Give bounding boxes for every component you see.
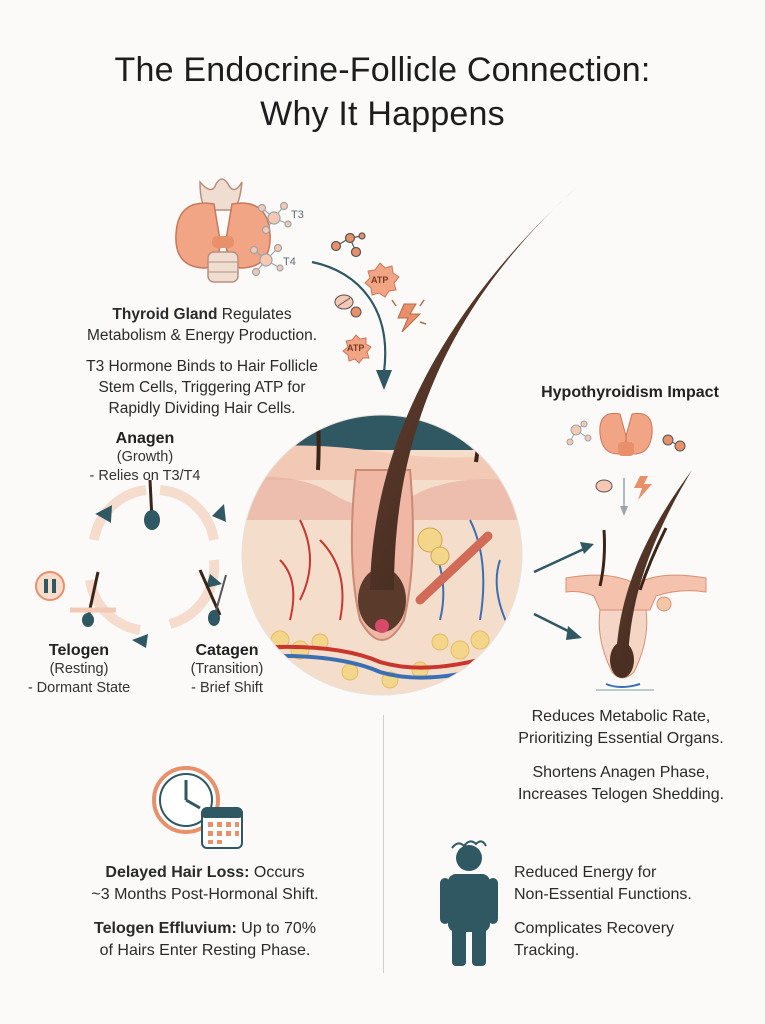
thyroid-line5: Rapidly Dividing Hair Cells. — [108, 400, 296, 417]
delayed-term: Delayed Hair Loss: — [105, 864, 250, 881]
delay-description: Delayed Hair Loss: Occurs ~3 Months Post… — [60, 862, 350, 962]
energy-p2-l2: Tracking. — [514, 942, 580, 959]
pause-icon — [35, 571, 65, 601]
hair-cycle-diagram — [70, 479, 227, 648]
calendar-icon — [201, 807, 243, 849]
hypo-p2-l1: Shortens Anagen Phase, — [532, 764, 710, 781]
atp-icon — [342, 262, 400, 364]
hypo-p1-l1: Reduces Metabolic Rate, — [531, 708, 711, 725]
thyroid-line1-rest: Regulates — [217, 306, 292, 323]
hypo-description: Reduces Metabolic Rate, Prioritizing Ess… — [486, 706, 756, 806]
hypo-molecule-icon — [566, 420, 592, 446]
person-icon — [440, 840, 498, 966]
catagen-label: Catagen (Transition) - Brief Shift — [172, 642, 282, 698]
t3-label: T3 — [291, 209, 304, 221]
hypo-p2-l2: Increases Telogen Shedding. — [517, 786, 725, 803]
hypo-thyroid-icon — [599, 412, 653, 456]
title-line-2: Why It Happens — [260, 95, 505, 133]
anagen-sub: (Growth) — [116, 449, 174, 465]
hypo-molecule-icon-2 — [662, 434, 686, 452]
hypo-atp-icon — [595, 479, 613, 493]
energy-p2-l1: Complicates Recovery — [514, 920, 675, 937]
thyroid-line4: Stem Cells, Triggering ATP for — [98, 379, 306, 396]
hypo-lightning-icon — [634, 476, 652, 500]
energy-p1-l1: Reduced Energy for — [514, 864, 657, 881]
anagen-label: Anagen (Growth) - Relies on T3/T4 — [60, 430, 230, 486]
hair-shaft — [370, 186, 578, 590]
energy-description: Reduced Energy for Non-Essential Functio… — [514, 862, 744, 962]
thyroid-line2: Metabolism & Energy Production. — [86, 327, 318, 344]
molecule-icon — [330, 232, 366, 258]
lightning-icon — [391, 299, 427, 333]
delay-p2-l2: of Hairs Enter Resting Phase. — [99, 942, 311, 959]
title-line-1: The Endocrine-Follicle Connection: — [114, 51, 651, 89]
column-divider — [383, 715, 384, 973]
t3-molecule-icon — [257, 201, 292, 235]
delay-p2-rest: Up to 70% — [236, 920, 316, 937]
t4-label: T4 — [283, 256, 296, 268]
telogen-label: Telogen (Resting) - Dormant State — [14, 642, 144, 698]
hypo-follicle-icon — [565, 470, 707, 691]
hypo-heading: Hypothyroidism Impact — [541, 384, 719, 401]
delay-p1-rest: Occurs — [249, 864, 305, 881]
thyroid-gland-term: Thyroid Gland — [112, 306, 218, 323]
telogen-note: - Dormant State — [27, 680, 131, 696]
impact-arrow-down — [533, 612, 575, 636]
thyroid-arrow — [311, 260, 387, 373]
telogen-name: Telogen — [48, 642, 110, 659]
atp-label-2: ATP — [347, 343, 365, 353]
catagen-sub: (Transition) — [190, 661, 264, 677]
anagen-note: - Relies on T3/T4 — [89, 468, 201, 484]
energy-p1-l2: Non-Essential Functions. — [514, 886, 692, 903]
page-title: The Endocrine-Follicle Connection: Why I… — [0, 48, 765, 136]
impact-arrow-up — [533, 546, 587, 574]
thyroid-line3: T3 Hormone Binds to Hair Follicle — [86, 358, 318, 375]
t4-molecule-icon — [249, 243, 284, 277]
anagen-name: Anagen — [115, 430, 175, 447]
delay-p1-l2: ~3 Months Post-Hormonal Shift. — [91, 886, 319, 903]
thyroid-icon — [175, 178, 271, 283]
telogen-effluvium-term: Telogen Effluvium: — [94, 920, 237, 937]
catagen-name: Catagen — [195, 642, 259, 659]
atp-label-1: ATP — [371, 275, 389, 285]
thyroid-description: Thyroid Gland Regulates Metabolism & Ene… — [52, 304, 352, 419]
atp-molecule-icon — [334, 294, 362, 318]
hypo-p1-l2: Prioritizing Essential Organs. — [518, 730, 724, 747]
catagen-note: - Brief Shift — [191, 680, 263, 696]
telogen-sub: (Resting) — [49, 661, 109, 677]
